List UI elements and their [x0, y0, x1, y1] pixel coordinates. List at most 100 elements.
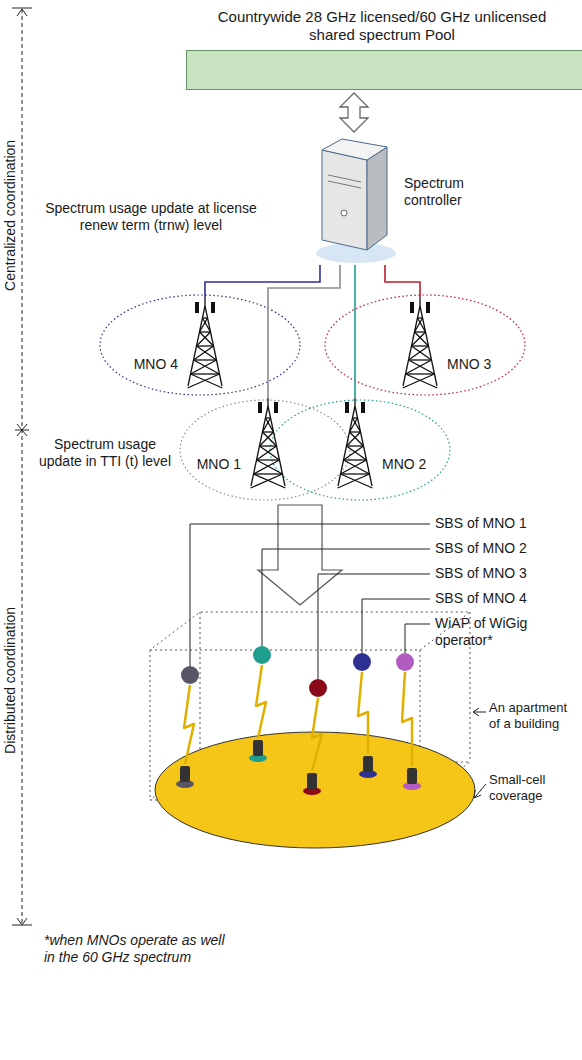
control-link [385, 265, 420, 298]
axis-label: Centralized coordination [2, 139, 19, 290]
footnote: *when MNOs operate as well in the 60 GHz… [44, 932, 229, 966]
small-base-station-dot [309, 679, 327, 697]
wiap-callout: WiAP of WiGig operator* [435, 615, 555, 649]
small-cell-coverage-disc [155, 732, 475, 848]
tower-icon [254, 460, 280, 474]
tower-icon [410, 302, 414, 313]
tower-icon [243, 398, 293, 488]
spectrum-pool-bar [186, 50, 582, 90]
tower-icon [257, 460, 283, 474]
control-link [205, 265, 320, 298]
tower-icon [338, 474, 370, 488]
server-icon [328, 181, 361, 188]
apartment-box [200, 612, 201, 762]
mno-tower: MNO 4 [180, 298, 230, 388]
tower-icon [347, 446, 367, 460]
tower-icon [197, 332, 211, 346]
tower-icon [414, 331, 425, 332]
server-icon [341, 210, 347, 216]
tower-icon [199, 332, 213, 346]
tower-icon [262, 431, 273, 432]
pool-exchange-arrow [340, 93, 368, 132]
tower-icon [191, 360, 217, 374]
leader-line [405, 624, 430, 653]
tower-icon [406, 373, 435, 374]
update-note: Spectrum usage update at license renew t… [36, 200, 266, 234]
tower-icon [345, 402, 349, 413]
tower-icon [354, 398, 355, 406]
sbs-callout: SBS of MNO 1 [435, 515, 575, 532]
tower-icon [344, 459, 367, 460]
tower-icon [426, 302, 430, 313]
tower-icon [412, 332, 426, 346]
tower-icon [254, 474, 286, 488]
tower-icon [395, 298, 445, 388]
leader-line [362, 599, 430, 653]
tower-icon [202, 317, 207, 318]
server-icon [322, 150, 367, 250]
mno-label: MNO 2 [382, 456, 432, 473]
tower-icon [197, 345, 214, 346]
tower-icon [191, 374, 223, 388]
apartment-callout: An apartment of a building [489, 700, 579, 731]
small-base-station-dot [396, 653, 414, 671]
mno-tower: MNO 2 [330, 398, 380, 488]
server-icon [322, 139, 387, 160]
server-icon [328, 175, 361, 182]
mno-tower: MNO 1 [243, 398, 293, 488]
spectrum-pool-band: Countrywide 28 GHz licensed/60 GHz unlic… [186, 8, 582, 90]
user-device [253, 740, 263, 756]
leader-line [474, 712, 486, 713]
radio-link-bolt [256, 665, 266, 738]
radio-link-bolt [184, 665, 412, 771]
tower-icon [180, 298, 230, 388]
tower-icon [262, 418, 270, 432]
tower-icon [349, 418, 357, 432]
tower-icon [414, 318, 422, 332]
leader-line [475, 784, 486, 797]
axis-split-star [17, 424, 27, 436]
axis-split-star [17, 424, 27, 436]
small-base-station-dot [253, 646, 271, 664]
radio-link-bolt [358, 672, 368, 754]
tower-icon [403, 298, 438, 388]
tower-icon [188, 374, 220, 388]
mno-label: MNO 4 [128, 356, 178, 373]
tower-icon [349, 432, 363, 446]
tower-icon [211, 302, 215, 313]
user-device [407, 768, 417, 784]
control-link [354, 265, 356, 398]
mno-coverage-ellipse [180, 400, 350, 500]
mno-label: MNO 3 [447, 356, 497, 373]
tower-icon [409, 360, 435, 374]
leader-line [318, 574, 430, 679]
small-cell-coverage-disc [155, 732, 475, 848]
mno-coverage-ellipse [270, 400, 450, 500]
tower-icon [257, 459, 280, 460]
tower-icon [199, 318, 207, 332]
tower-icon [409, 359, 432, 360]
sbs-callout: SBS of MNO 3 [435, 565, 575, 582]
axis-split-star [15, 424, 29, 436]
controller-label: Spectrum controller [404, 175, 496, 209]
tower-icon [199, 331, 210, 332]
tower-icon [349, 431, 360, 432]
tower-icon [260, 432, 274, 446]
tower-icon [347, 432, 361, 446]
control-link [268, 265, 340, 398]
apartment-box [150, 650, 151, 800]
tower-icon [414, 332, 428, 346]
server-icon [312, 135, 396, 265]
tower-icon [188, 298, 223, 388]
tower-icon [265, 417, 270, 418]
tower-icon [262, 432, 276, 446]
tower-icon [274, 402, 278, 413]
tower-icon [251, 474, 283, 488]
pool-heading: Countrywide 28 GHz licensed/60 GHz unlic… [186, 8, 582, 44]
tower-icon [412, 345, 429, 346]
tower-icon [417, 317, 422, 318]
sbs-callout: SBS of MNO 4 [435, 590, 575, 607]
tower-icon [204, 298, 205, 306]
small-base-station-dot [181, 666, 199, 684]
spectrum-controller-server: Spectrum controller [312, 135, 396, 265]
